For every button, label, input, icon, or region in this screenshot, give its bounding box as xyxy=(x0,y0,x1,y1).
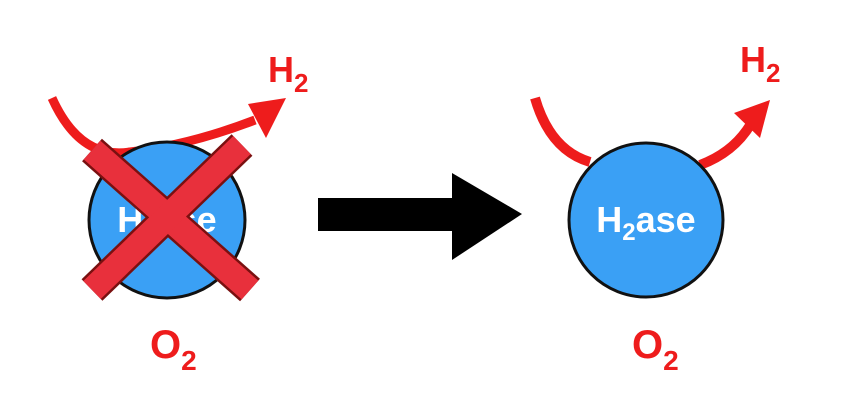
left-flow-arrowhead xyxy=(248,98,286,138)
right-flow-arrowhead xyxy=(734,100,770,138)
transition-arrow-icon xyxy=(318,173,522,260)
left-product-label: H2 xyxy=(268,49,308,98)
right-inhibitor-sub: 2 xyxy=(663,345,679,376)
right-enzyme-label-sub: 2 xyxy=(622,219,635,246)
right-flow-arc xyxy=(530,96,757,170)
right-panel: H2ase H2 O2 xyxy=(530,39,780,376)
left-inhibitor-label: O2 xyxy=(150,323,197,376)
left-inhibitor-sub: 2 xyxy=(181,345,197,376)
inhibition-cross-icon xyxy=(81,134,260,302)
left-panel: H2ase H2 O2 xyxy=(47,49,308,376)
right-enzyme-circle xyxy=(567,141,725,299)
right-product-main: H xyxy=(740,39,766,80)
right-inhibitor-label: O2 xyxy=(632,323,679,376)
right-enzyme-label-main: H xyxy=(596,199,622,240)
right-inhibitor-main: O xyxy=(632,323,663,367)
right-enzyme-label-rest: ase xyxy=(636,199,696,240)
right-enzyme-label: H2ase xyxy=(596,199,695,246)
left-inhibitor-main: O xyxy=(150,323,181,367)
right-product-sub: 2 xyxy=(766,58,780,88)
right-product-label: H2 xyxy=(740,39,780,88)
left-product-sub: 2 xyxy=(294,68,308,98)
left-product-main: H xyxy=(268,49,294,90)
